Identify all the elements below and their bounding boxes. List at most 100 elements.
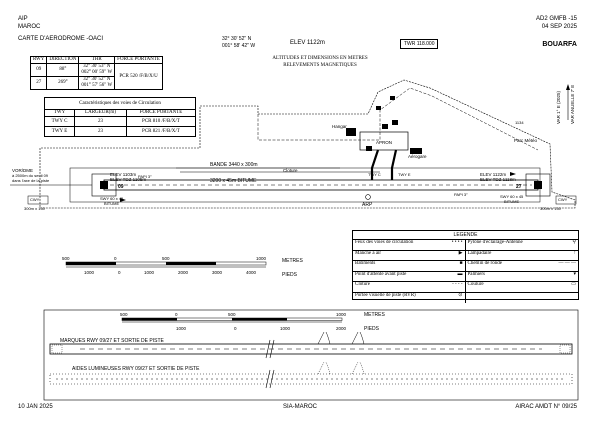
legend-text: Pylône d'éclairage-Antenne (467, 240, 523, 245)
threshold-markings-west (51, 344, 63, 354)
scale-m-tick: 0 (114, 256, 117, 261)
scale-m-tick: 1000 (256, 256, 267, 261)
clearway-west (27, 195, 49, 205)
arp-label: ARP (362, 202, 373, 208)
building-block (392, 120, 398, 125)
rwy-09-label: 09 (118, 184, 124, 190)
scale-ft-tick: 1000 (84, 270, 95, 275)
scale2-ft-tick: 2000 (336, 326, 347, 331)
hangar-building (346, 128, 356, 136)
scale2-ft-tick: 0 (234, 326, 237, 331)
scale2-m-tick: 1000 (336, 312, 347, 317)
threshold-09-marker (100, 181, 108, 189)
thr-lat: 32° 30' 53" N (83, 64, 111, 69)
tower-frequency: TWR 118.000 (400, 39, 439, 49)
building-icon: ■ (459, 261, 463, 267)
scale2-metres-label: METRES (364, 312, 386, 318)
twy-c-label: TWY C (368, 172, 381, 177)
north-arrow-head (566, 84, 570, 90)
scale-ft-tick: 0 (118, 270, 121, 275)
swy-west-surface: BITUME (104, 201, 119, 206)
scale-ft-tick: 1000 (144, 270, 155, 275)
building-block (390, 96, 395, 100)
scale2-ft-tick: 1000 (280, 326, 291, 331)
legend-text: Portée visuelle de piste (RVR) (355, 292, 416, 298)
building-block (382, 124, 388, 129)
break-line (265, 369, 271, 389)
legend-item: Point d'attente avant piste▬ (353, 272, 465, 283)
legend-item: Bâtiments ■ (353, 261, 465, 272)
runway-table: RWY DIRECTION THR FORCE PORTANTE 09 88° … (29, 56, 163, 90)
table-row-rwy: 27 (29, 76, 48, 90)
legend-text: Chemin de ronde (467, 261, 502, 267)
magnetic-variation-label: VAR 1° E (2025) (556, 91, 561, 124)
legend-item: Pylône d'éclairage-Antenne⚲ (465, 240, 578, 251)
cloture-label: Cloture (283, 168, 298, 173)
thr-lon: 002° 00' 59" W (81, 70, 113, 75)
legend-text: Bâtiments (355, 261, 376, 267)
elev-tdz-east-label: ELEV TDZ 1118m (480, 177, 516, 182)
table-row-force: PCR 821 /F/B/X/T (125, 126, 197, 137)
taxiway-table: Caractéristiques des voies de Circulatio… (43, 97, 197, 137)
annual-variation-label: VAR ANUELLE 7' E (570, 85, 575, 124)
taxiway-light-icon: • • • • (451, 240, 463, 245)
scale-bar-segment (166, 262, 216, 265)
publication-date: 04 SEP 2025 (541, 24, 577, 30)
swy-west-label: SWY 60 x 45 (100, 196, 124, 201)
legend-text: Lampadaire (467, 250, 492, 256)
scale2-m-tick: 500 (228, 312, 236, 317)
page-reference: AD2 GMFB -15 (535, 16, 577, 22)
country-label: MAROC (18, 24, 41, 30)
palm-tree-icon: ▾ (573, 271, 576, 277)
arp-latitude: 32° 30' 52" N (222, 36, 252, 42)
force-portante-value: PCR 520 /F/B/X/U (114, 63, 163, 90)
elev-east-label: ELEV 1122m (480, 172, 506, 177)
legend-box: LEGENDE Feux des voies de circulation• •… (352, 230, 579, 303)
legend-item: Clôture- - - - (353, 282, 465, 293)
twy-e-label: TWY E (398, 172, 411, 177)
markings-panel (43, 309, 579, 401)
legend-text: Point d'attente avant piste (355, 271, 407, 277)
taxiway-e (390, 149, 398, 180)
table-row-twy: TWY E (43, 126, 76, 137)
scale-ft-tick: 3000 (212, 270, 223, 275)
exit-taxiway-marking (351, 331, 365, 345)
swy-east-label: SWY 60 x 45 (500, 194, 524, 199)
papi-east-label: PAPI 3° (454, 192, 468, 197)
arp-longitude: 001° 58' 42" W (222, 43, 256, 49)
vor-distance-label: à 2500m du seuil 09 (12, 173, 49, 178)
break-line (269, 339, 275, 359)
rwy-27-label: 27 (516, 184, 522, 190)
exit-taxiway-marking (317, 331, 331, 345)
legend-item: Feux des voies de circulation• • • • (353, 240, 465, 251)
diagram-title-units: ALTITUDES ET DIMENSIONS EN METRES (272, 56, 368, 61)
scale-bar-segment (66, 262, 116, 265)
legend-item: Chemin de ronde— — — (465, 261, 578, 272)
scale-ft-tick: 4000 (246, 270, 257, 275)
aerogare-label: Aérogare (408, 154, 427, 159)
bande-label: BANDE 3440 x 300m (210, 162, 258, 168)
hangar-label: Hangar (332, 124, 347, 129)
scale-pieds-label: PIEDS (282, 272, 298, 278)
footer-amendment: AIRAC AMDT N° 09/25 (515, 404, 577, 410)
legend-item: Coulure▭ (465, 282, 578, 293)
legend-text: Coulure (467, 282, 484, 288)
elevation-point-label: 1134 (515, 120, 524, 125)
lamp-post-icon: ↑ (573, 250, 577, 256)
scale-bar-segment (232, 318, 287, 321)
lighting-label: AIDES LUMINEUSES RWY 09/27 ET SORTIE DE … (72, 366, 200, 372)
building-block (376, 106, 381, 110)
legend-item: Manche à air▶ (353, 251, 465, 262)
apron (359, 131, 409, 151)
scale2-ft-tick: 1000 (176, 326, 187, 331)
cwy-east-label: CWY (558, 197, 568, 202)
parc-meteo-label: Parc Météo (514, 138, 538, 143)
scale-m-tick: 500 (62, 256, 70, 261)
rvr-icon: ⊙ (458, 292, 463, 298)
aip-label: AIP (18, 16, 28, 22)
scale-bar-segment (122, 318, 177, 321)
threshold-27-box (525, 173, 551, 197)
clearway-east (555, 195, 577, 205)
legend-text: Palmiers (467, 271, 486, 277)
building-block (366, 146, 372, 151)
